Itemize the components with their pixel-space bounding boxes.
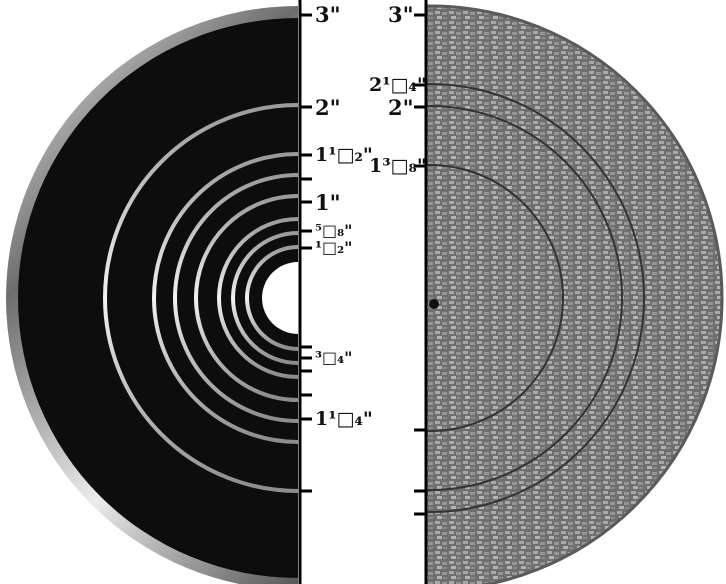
label-1-1-2in: 1¹□₂" (315, 144, 373, 166)
label-3in-right: 3" (388, 2, 414, 27)
label-2in-right: 2" (388, 95, 414, 120)
label-1-2in: ¹□₂" (315, 238, 353, 257)
label-2-1-4in: 2¹□₄" (369, 74, 427, 96)
ring-1in (194, 194, 298, 402)
left-disc (6, 6, 298, 584)
center-hole (262, 262, 298, 334)
label-1-3-8in: 1³□₈" (369, 155, 427, 177)
circle-1-3-8in (426, 164, 564, 432)
ring-1-1-4in (173, 173, 298, 423)
center-dot (429, 299, 439, 309)
label-1in: 1" (315, 190, 341, 215)
label-1-1-4in: 1¹□₄" (315, 408, 373, 430)
label-3in-left: 3" (315, 2, 341, 27)
ring-1-2in (245, 245, 298, 351)
label-3-4in: ³□₄" (315, 348, 353, 367)
right-disc (426, 4, 724, 584)
ring-3-4in (217, 217, 298, 379)
right-ruler (414, 0, 428, 584)
label-5-8in: ⁵□₈" (315, 221, 353, 240)
ring-2in (103, 103, 298, 493)
left-ruler (298, 0, 312, 584)
ring-1-1-2in (152, 152, 298, 444)
ring-5-8in (231, 231, 298, 365)
label-2in-left: 2" (315, 95, 341, 120)
